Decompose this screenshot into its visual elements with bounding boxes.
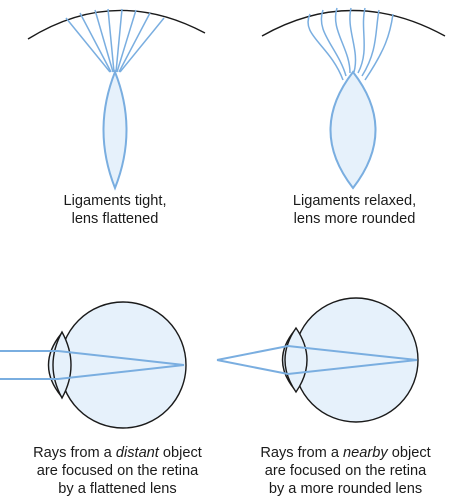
- caption-line: Rays from a distant object: [10, 444, 225, 462]
- caption-line: Rays from a nearby object: [240, 444, 451, 462]
- caption-text: Rays from a: [260, 445, 344, 461]
- ciliary-arc-right: [261, 9, 446, 37]
- caption-text: object: [387, 445, 431, 461]
- caption-line: lens flattened: [71, 211, 159, 227]
- caption-text: Rays from a: [33, 445, 116, 461]
- caption-line: Ligaments relaxed,: [292, 193, 417, 209]
- caption-emphasis: nearby: [343, 445, 388, 461]
- caption-nearby-object: Rays from a nearby object are focused on…: [240, 444, 451, 498]
- caption-line: by a flattened lens: [58, 481, 177, 497]
- eyeball-left: [59, 301, 187, 429]
- caption-flattened-lens: Ligaments tight, lens flattened: [25, 192, 205, 228]
- light-rays-parallel: [0, 350, 185, 380]
- caption-emphasis: distant: [115, 445, 159, 461]
- ligaments-relaxed: [307, 7, 394, 81]
- caption-line: Ligaments tight,: [63, 193, 167, 209]
- caption-line: are focused on the retina: [36, 463, 199, 479]
- caption-line: lens more rounded: [293, 211, 416, 227]
- caption-rounded-lens: Ligaments relaxed, lens more rounded: [262, 192, 447, 228]
- panel-nearby-object: [216, 297, 419, 423]
- caption-distant-object: Rays from a distant object are focused o…: [10, 444, 225, 498]
- lens-flattened: [102, 69, 128, 191]
- caption-text: object: [158, 445, 202, 461]
- panel-flattened-lens: [27, 8, 206, 191]
- caption-line: are focused on the retina: [264, 463, 427, 479]
- eyeball-right: [293, 297, 419, 423]
- lens-rounded: [329, 70, 377, 190]
- panel-rounded-lens: [261, 7, 446, 190]
- ligaments-tight: [65, 8, 165, 73]
- caption-line: by a more rounded lens: [268, 481, 423, 497]
- panel-distant-object: [0, 301, 187, 429]
- ciliary-arc-left: [27, 9, 206, 40]
- light-rays-diverging: [216, 344, 418, 376]
